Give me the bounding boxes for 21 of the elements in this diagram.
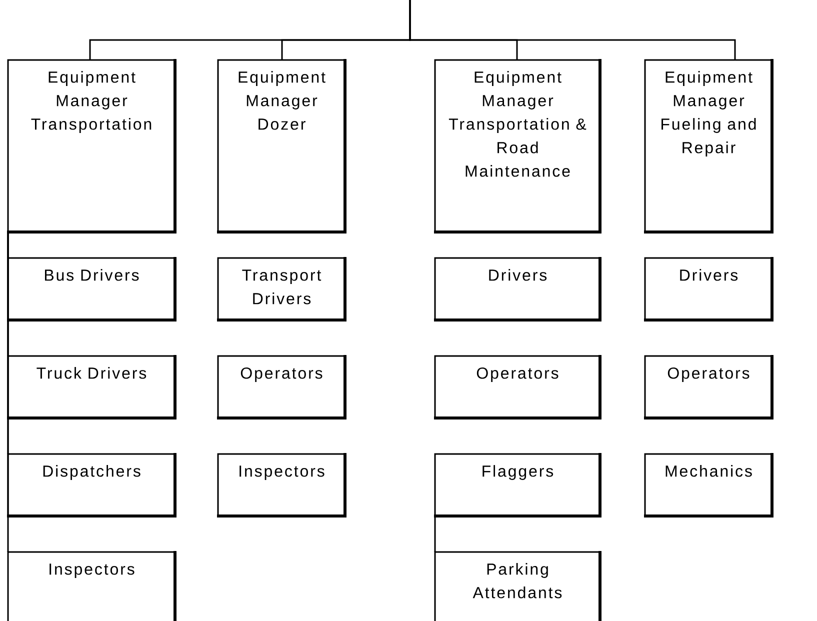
org-box: Parking Attendants bbox=[434, 551, 602, 621]
org-box: Operators bbox=[644, 355, 774, 420]
org-box: Drivers bbox=[434, 257, 602, 322]
connector-line bbox=[434, 516, 436, 552]
org-box: Equipment Manager Transportation bbox=[7, 59, 176, 234]
org-box: Flaggers bbox=[434, 453, 602, 518]
org-box: Truck Drivers bbox=[7, 355, 176, 420]
org-box: Dispatchers bbox=[7, 453, 176, 518]
org-box: Operators bbox=[434, 355, 602, 420]
connector-line bbox=[7, 232, 9, 552]
org-box: Operators bbox=[217, 355, 346, 420]
org-box: Equipment Manager Dozer bbox=[217, 59, 346, 234]
org-box: Inspectors bbox=[217, 453, 346, 518]
org-box: Equipment Manager Transportation & Road Maintenance bbox=[434, 59, 602, 234]
connector-line bbox=[409, 0, 736, 60]
org-box: Bus Drivers bbox=[7, 257, 176, 322]
org-box: Transport Drivers bbox=[217, 257, 346, 322]
org-box: Mechanics bbox=[644, 453, 774, 518]
org-box: Inspectors bbox=[7, 551, 176, 621]
org-box: Equipment Manager Fueling and Repair bbox=[644, 59, 774, 234]
org-box: Drivers bbox=[644, 257, 774, 322]
